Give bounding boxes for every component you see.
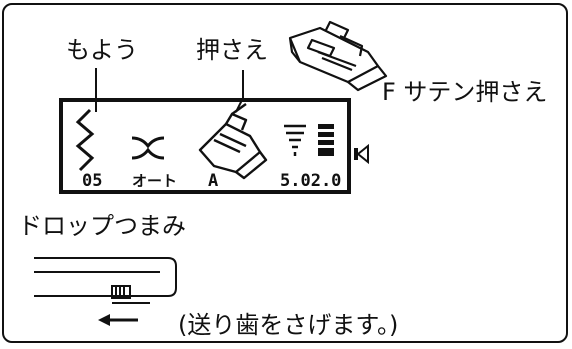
drop-knob-label: ドロップつまみ xyxy=(18,212,186,240)
satin-foot-label: F サテン押さえ xyxy=(382,78,548,106)
diagram-frame xyxy=(2,3,568,343)
stitch-values: 5.02.0 xyxy=(280,171,342,191)
presser-foot-label: 押さえ xyxy=(196,36,268,64)
pattern-label: もよう xyxy=(66,36,138,64)
lcd-display xyxy=(59,98,351,194)
stitch-length-width-icon xyxy=(284,124,334,156)
foot-letter: A xyxy=(208,171,219,191)
presser-foot-icon xyxy=(198,103,268,180)
mode-text: オート xyxy=(132,172,178,190)
lower-feed-dogs-note: (送り歯をさげます。) xyxy=(178,311,399,339)
tension-auto-icon xyxy=(131,136,165,160)
pattern-number: 05 xyxy=(82,171,103,191)
speaker-icon xyxy=(354,143,369,165)
zigzag-stitch-icon xyxy=(75,108,95,172)
